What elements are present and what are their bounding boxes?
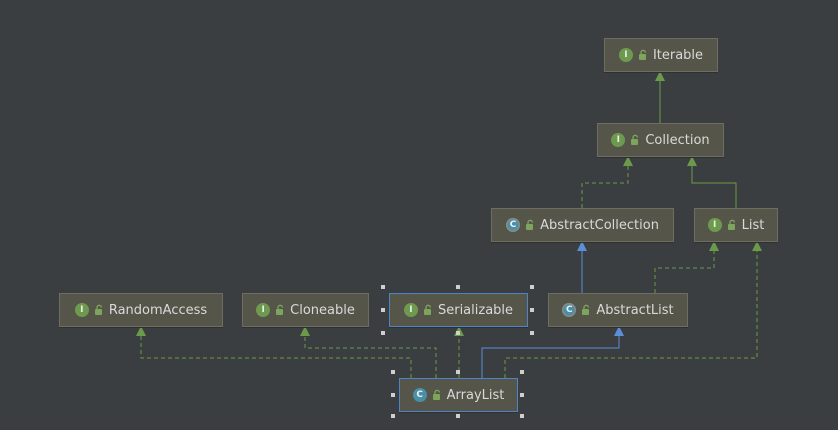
public-lock-icon — [638, 49, 646, 60]
public-lock-icon — [94, 304, 102, 315]
node-abstract-list[interactable]: C AbstractList — [548, 293, 688, 327]
node-iterable[interactable]: I Iterable — [604, 38, 718, 72]
public-lock-icon — [276, 304, 284, 315]
edge-abstractcollection-collection — [581, 156, 633, 208]
node-random-access[interactable]: I RandomAccess — [59, 293, 223, 327]
selection-handle[interactable] — [381, 331, 385, 335]
edge-arraylist-abstractlist — [481, 326, 624, 378]
node-array-list[interactable]: C ArrayList — [399, 378, 518, 412]
selection-handle[interactable] — [456, 370, 460, 374]
selection-handle[interactable] — [530, 308, 534, 312]
node-label: AbstractList — [596, 302, 674, 318]
edge-arraylist-cloneable — [300, 326, 437, 378]
selection-handle[interactable] — [391, 393, 395, 397]
edge-list-collection — [687, 156, 737, 208]
selection-handle[interactable] — [530, 331, 534, 335]
node-label: List — [741, 217, 765, 233]
selection-handle[interactable] — [530, 285, 534, 289]
node-label: Serializable — [437, 302, 514, 318]
node-list[interactable]: I List — [694, 208, 778, 242]
selection-handle[interactable] — [381, 308, 385, 312]
public-lock-icon — [526, 219, 534, 230]
interface-icon: I — [403, 303, 418, 317]
edge-arraylist-randomaccess — [136, 326, 412, 378]
node-label: Collection — [645, 132, 710, 148]
selection-handle[interactable] — [520, 414, 524, 418]
node-collection[interactable]: I Collection — [597, 123, 724, 157]
selection-handle[interactable] — [520, 393, 524, 397]
public-lock-icon — [423, 304, 432, 315]
public-lock-icon — [727, 219, 735, 230]
node-cloneable[interactable]: I Cloneable — [242, 293, 369, 327]
interface-icon: I — [256, 303, 271, 317]
interface-icon: I — [611, 133, 626, 147]
node-label: AbstractCollection — [540, 217, 659, 233]
selection-handle[interactable] — [391, 370, 395, 374]
node-serializable[interactable]: I Serializable — [389, 293, 528, 327]
node-abstract-collection[interactable]: C AbstractCollection — [491, 208, 674, 242]
selection-handle[interactable] — [456, 285, 460, 289]
class-icon: C — [412, 388, 427, 402]
interface-icon: I — [74, 303, 89, 317]
edge-arraylist-list — [504, 241, 762, 378]
interface-icon: I — [618, 48, 633, 62]
selection-handle[interactable] — [456, 414, 460, 418]
selection-handle[interactable] — [456, 331, 460, 335]
selection-handle[interactable] — [381, 285, 385, 289]
abstract-class-icon: C — [506, 218, 521, 232]
node-label: ArrayList — [446, 387, 505, 403]
edge-abstractlist-list — [654, 241, 719, 293]
public-lock-icon — [582, 304, 590, 315]
node-label: Cloneable — [290, 302, 355, 318]
node-label: RandomAccess — [108, 302, 208, 318]
public-lock-icon — [432, 389, 440, 400]
public-lock-icon — [631, 134, 639, 145]
node-label: Iterable — [652, 47, 704, 63]
abstract-class-icon: C — [562, 303, 577, 317]
selection-handle[interactable] — [391, 414, 395, 418]
selection-handle[interactable] — [520, 370, 524, 374]
interface-icon: I — [707, 218, 722, 232]
